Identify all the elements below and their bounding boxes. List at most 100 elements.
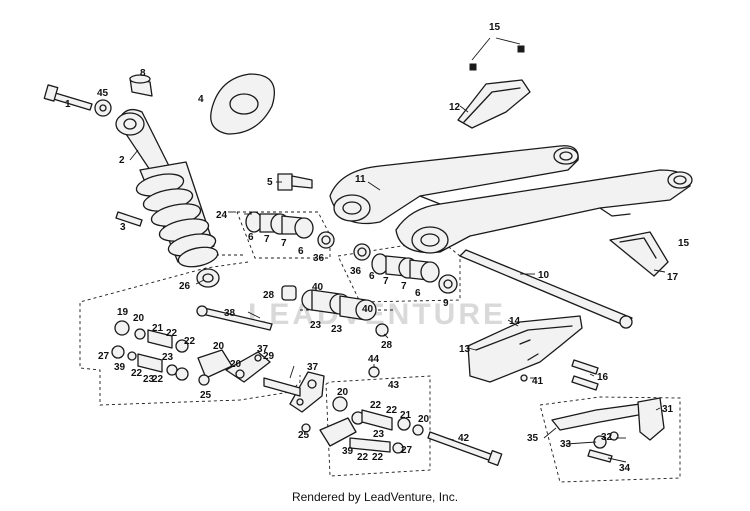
callout-37b: 37 — [307, 362, 319, 373]
callout-14: 14 — [509, 316, 521, 327]
dust-plate-4 — [210, 73, 276, 135]
callout-3: 3 — [120, 222, 126, 233]
callout-20a: 20 — [133, 313, 145, 324]
callout-1: 1 — [65, 99, 71, 110]
callout-7b: 7 — [281, 238, 287, 249]
callout-31: 31 — [662, 404, 674, 415]
callout-26: 26 — [179, 281, 191, 292]
callout-22b: 22 — [184, 336, 196, 347]
callout-35: 35 — [527, 433, 539, 444]
callout-45: 45 — [97, 88, 109, 99]
pivot-shaft-10 — [459, 249, 633, 329]
callout-labels: 1 2 3 4 5 6 6 6 6 7 7 7 7 8 9 10 11 12 1… — [65, 22, 690, 474]
callout-22g: 22 — [357, 452, 369, 463]
callout-43: 43 — [388, 380, 400, 391]
callout-34: 34 — [619, 463, 631, 474]
callout-42: 42 — [458, 433, 470, 444]
callout-20e: 20 — [418, 414, 430, 425]
rocker-37 — [263, 371, 325, 413]
callout-5: 5 — [267, 177, 273, 188]
callout-6d: 6 — [415, 288, 421, 299]
callout-23e: 23 — [373, 429, 385, 440]
bushing-8 — [129, 74, 153, 97]
callout-22c: 22 — [131, 368, 143, 379]
callout-21a: 21 — [152, 323, 164, 334]
callout-21b: 21 — [400, 410, 412, 421]
callout-23b: 23 — [143, 374, 155, 385]
callout-9: 9 — [443, 298, 449, 309]
callout-7a: 7 — [264, 234, 270, 245]
callout-6c: 6 — [369, 271, 375, 282]
lower-bearing-set — [353, 243, 458, 294]
callout-23c: 23 — [310, 320, 322, 331]
callout-38: 38 — [224, 308, 236, 319]
callout-7d: 7 — [401, 281, 407, 292]
collar-28-right — [375, 323, 389, 337]
link-bearings-40 — [301, 289, 377, 321]
callout-40b: 40 — [362, 304, 374, 315]
callout-17: 17 — [667, 272, 679, 283]
nut-44 — [368, 366, 380, 378]
callout-28b: 28 — [381, 340, 393, 351]
callout-27b: 27 — [401, 445, 413, 456]
callout-20c: 20 — [230, 359, 242, 370]
callout-27a: 27 — [98, 351, 110, 362]
callout-8: 8 — [140, 68, 146, 79]
callout-24: 24 — [216, 210, 228, 221]
callout-15a: 15 — [489, 22, 501, 33]
chain-slider-13-14 — [467, 315, 583, 383]
shock-upper-bolt — [43, 84, 93, 111]
callout-44: 44 — [368, 354, 380, 365]
callout-39a: 39 — [114, 362, 126, 373]
callout-29: 29 — [263, 351, 275, 362]
rocker-lower-parts — [301, 396, 424, 454]
callout-36b: 36 — [350, 266, 362, 277]
callout-16: 16 — [597, 372, 609, 383]
callout-23d: 23 — [331, 324, 343, 335]
footer-credit: Rendered by LeadVenture, Inc. — [291, 490, 459, 504]
side-stand-bracket — [551, 397, 665, 463]
callout-39b: 39 — [342, 446, 354, 457]
link-left-row — [111, 320, 271, 386]
callout-37a: 37 — [257, 344, 269, 355]
callout-22d: 22 — [152, 374, 164, 385]
bolt-38 — [196, 305, 273, 331]
callout-22f: 22 — [386, 405, 398, 416]
collar-28-left — [281, 285, 297, 301]
pivot-bolt-5 — [277, 173, 313, 191]
callout-36a: 36 — [313, 253, 325, 264]
shock-link-guide — [79, 261, 301, 406]
rocker-box-guide — [325, 375, 431, 477]
callout-33: 33 — [560, 439, 572, 450]
upper-bearing-guide — [236, 211, 331, 259]
shock-absorber — [115, 108, 220, 288]
screw-3 — [115, 211, 143, 227]
callout-22h: 22 — [372, 452, 384, 463]
chain-guide-12 — [457, 45, 531, 129]
screw-41 — [520, 374, 528, 382]
callout-20d: 20 — [337, 387, 349, 398]
callout-15b: 15 — [678, 238, 690, 249]
chain-guard-17 — [609, 231, 669, 277]
washer-45 — [94, 99, 112, 117]
callout-13: 13 — [459, 344, 471, 355]
callout-11: 11 — [355, 174, 366, 185]
callout-25b: 25 — [298, 430, 310, 441]
callout-41: 41 — [532, 376, 544, 387]
bolt-42 — [427, 431, 503, 466]
callout-40a: 40 — [312, 282, 324, 293]
bolts-16 — [571, 359, 599, 391]
callout-19: 19 — [117, 307, 129, 318]
callout-22e: 22 — [370, 400, 382, 411]
callout-2: 2 — [119, 155, 125, 166]
callout-7c: 7 — [383, 276, 389, 287]
callout-10: 10 — [538, 270, 550, 281]
leader-lines — [129, 37, 666, 463]
callout-20b: 20 — [213, 341, 225, 352]
callout-22a: 22 — [166, 328, 178, 339]
callout-23a: 23 — [162, 352, 174, 363]
callout-6a: 6 — [248, 232, 254, 243]
swing-arm — [329, 145, 693, 254]
callout-6b: 6 — [298, 246, 304, 257]
